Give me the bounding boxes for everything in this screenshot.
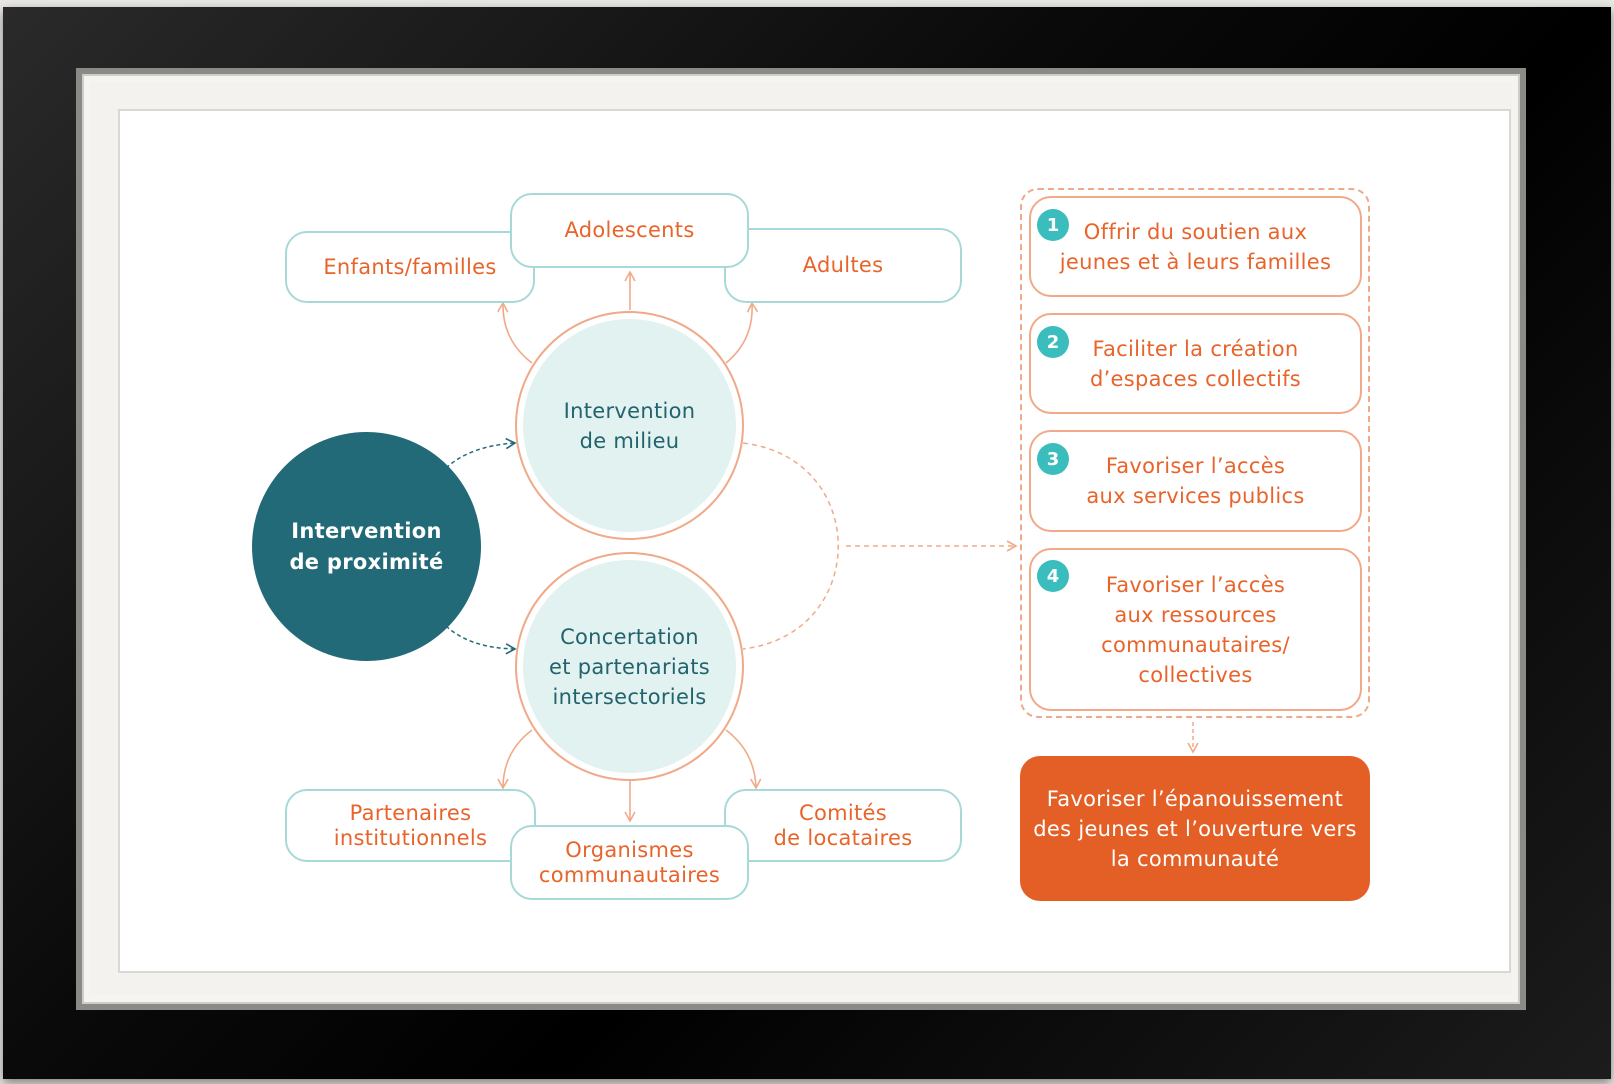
target-partenaires-line1: Partenaires — [349, 800, 472, 825]
arrow-milieu-enfants — [497, 301, 533, 364]
proximite-line2: de proximité — [289, 549, 444, 574]
target-adultes: Adultes — [724, 228, 962, 303]
milieu-line2: de milieu — [579, 428, 680, 453]
arrow-concertation-partenaires — [497, 729, 533, 790]
objective-2-number: 2 — [1046, 331, 1060, 353]
target-partenaires-line2: institutionnels — [333, 825, 488, 850]
objective-3-number-badge: 3 — [1037, 443, 1069, 475]
arrow-proximite-milieu — [445, 437, 517, 469]
proximite-line1: Intervention — [291, 518, 442, 543]
outcome-box: Favoriser l’épanouissement des jeunes et… — [1020, 756, 1370, 901]
outcome-line3: la communauté — [1110, 846, 1280, 871]
circle-intervention-milieu — [515, 311, 744, 540]
objective-1-line1: Offrir du soutien aux — [1083, 219, 1308, 244]
target-comites-line2: de locataires — [773, 825, 913, 850]
target-comites-line1: Comités — [799, 800, 887, 825]
target-organismes-line1: Organismes — [565, 837, 694, 862]
objective-2: Faciliter la création d’espaces collecti… — [1029, 313, 1362, 414]
objective-4-number: 4 — [1046, 565, 1060, 587]
arrow-proximite-concertation — [445, 625, 517, 655]
objective-3-line1: Favoriser l’accès — [1105, 454, 1286, 478]
arrow-concertation-comites — [725, 729, 762, 790]
objective-3-number: 3 — [1046, 448, 1060, 470]
circle-intervention-proximite: Intervention de proximité — [252, 432, 481, 661]
objective-1-number: 1 — [1046, 214, 1060, 236]
target-adolescents-label: Adolescents — [564, 218, 695, 242]
outcome-line1: Favoriser l’épanouissement — [1046, 786, 1344, 811]
objective-4-line4: collectives — [1138, 662, 1253, 687]
objective-1-line2: jeunes et à leurs familles — [1059, 249, 1332, 274]
objective-4-line1: Favoriser l’accès — [1105, 572, 1286, 597]
circle-concertation — [515, 552, 744, 781]
concertation-line1: Concertation — [560, 624, 699, 649]
objective-2-line2: d’espaces collectifs — [1089, 366, 1302, 391]
objective-1: Offrir du soutien aux jeunes et à leurs … — [1029, 196, 1362, 297]
circle-concertation-text: Concertation et partenariats intersector… — [515, 552, 744, 781]
target-enfants-familles: Enfants/familles — [285, 231, 535, 303]
objective-3-line2: aux services publics — [1086, 484, 1305, 508]
target-organismes-line2: communautaires — [538, 862, 721, 887]
target-enfants-familles-label: Enfants/familles — [323, 254, 497, 279]
target-partenaires-institutionnels: Partenaires institutionnels — [285, 789, 536, 862]
target-organismes-communautaires: Organismes communautaires — [510, 825, 749, 900]
arrow-milieu-adultes — [725, 301, 759, 364]
target-comites-locataires: Comités de locataires — [724, 789, 962, 862]
circle-intervention-milieu-text: Intervention de milieu — [515, 311, 744, 540]
milieu-line1: Intervention — [563, 398, 696, 423]
objective-4-line3: communautaires/ — [1101, 632, 1290, 657]
concertation-line2: et partenariats — [548, 654, 710, 679]
objective-2-line1: Faciliter la création — [1092, 336, 1299, 361]
concertation-line3: intersectoriels — [552, 684, 707, 709]
objective-4: Favoriser l’accès aux ressources communa… — [1029, 548, 1362, 711]
bracket-to-objectives — [742, 442, 839, 650]
target-adultes-label: Adultes — [802, 253, 884, 277]
objective-1-number-badge: 1 — [1037, 209, 1069, 241]
objective-3: Favoriser l’accès aux services publics — [1029, 430, 1362, 532]
target-adolescents: Adolescents — [510, 193, 749, 268]
objective-4-number-badge: 4 — [1037, 560, 1069, 592]
objective-4-line2: aux ressources — [1114, 602, 1277, 627]
objective-2-number-badge: 2 — [1037, 326, 1069, 358]
objectives-group — [1020, 188, 1370, 718]
outcome-line2: des jeunes et l’ouverture vers — [1033, 816, 1357, 841]
